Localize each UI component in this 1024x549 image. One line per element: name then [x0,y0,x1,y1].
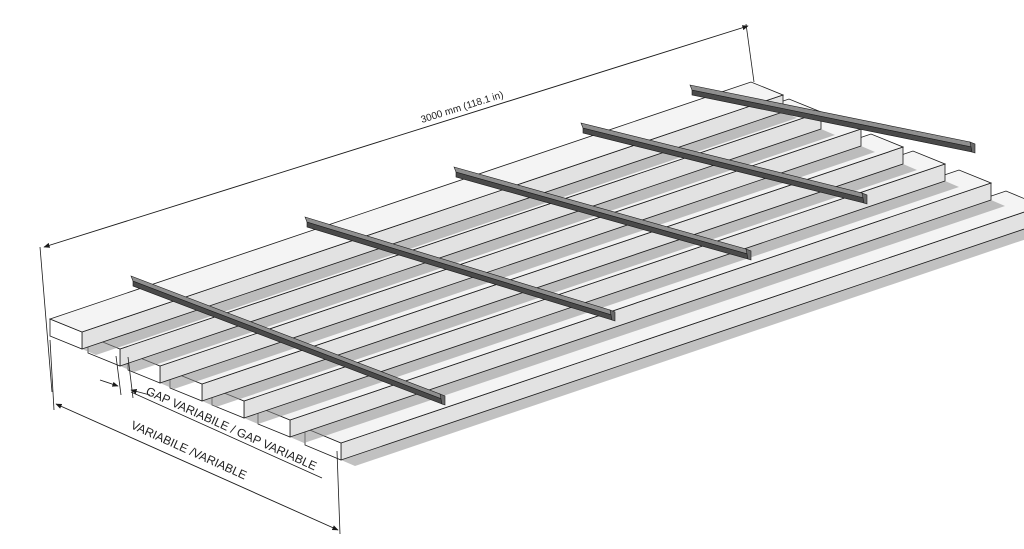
length-label: 3000 mm (118.1 in) [420,90,505,126]
gap-arrow-right [130,389,151,396]
gap-arrow-left [99,379,119,387]
length-extension-right [745,23,755,83]
rail-end [745,248,752,261]
width-extension-right [336,450,341,535]
rail [130,275,446,406]
rail-end [861,192,868,205]
length-dimension-line [43,25,749,248]
length-extension-left [39,246,53,393]
plank-shadow [244,181,959,424]
plank-shadow [290,200,1005,443]
rail-end [439,393,446,406]
rail-end [609,309,616,322]
rail-end [969,141,976,154]
gap-extension-left [115,355,122,396]
width-dimension-line [55,403,339,531]
rail [689,84,976,154]
width-extension-left [49,339,55,411]
plank-shadow [341,229,1024,466]
